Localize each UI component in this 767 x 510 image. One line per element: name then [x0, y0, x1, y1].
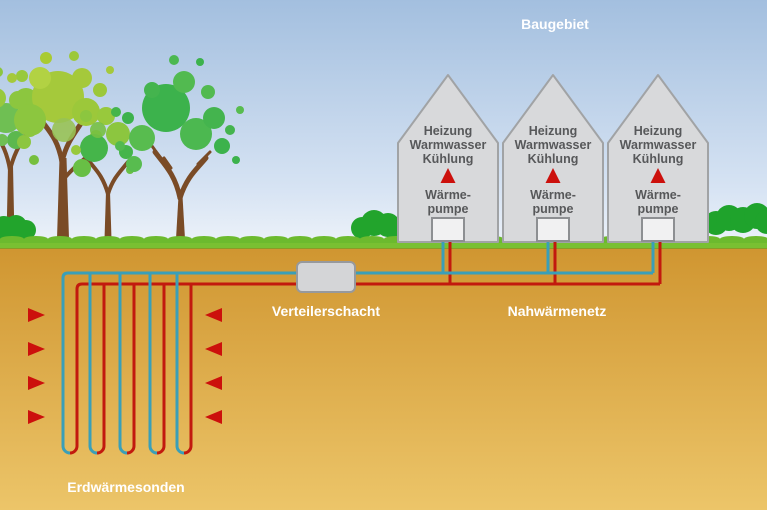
heat-flow-arrow-icon: [28, 410, 45, 424]
house-pump-label: Wärme-: [635, 188, 681, 202]
grass-highlight: [0, 243, 767, 248]
house: Heizung Warmwasser Kühlung Wärme- pumpe: [502, 74, 604, 243]
houses-group: Heizung Warmwasser Kühlung Wärme- pumpe …: [397, 74, 709, 243]
cold-main-pipe: [61, 271, 653, 455]
house-service-line: Heizung: [634, 124, 683, 138]
heat-flow-arrow-icon: [205, 342, 222, 356]
house-outline: [607, 74, 709, 243]
pump-heat-arrow-icon: [545, 168, 561, 183]
heat-flow-arrow-icon: [205, 376, 222, 390]
house-outline: [397, 74, 499, 243]
distribution-shaft-box: [296, 261, 356, 293]
ground-background: [0, 249, 767, 510]
heat-pump-units: [431, 217, 675, 242]
probe-warm-leg: [96, 284, 106, 455]
probe-cold-leg: [175, 273, 185, 455]
house-pump-label: pumpe: [638, 202, 679, 216]
house-service-line: Kühlung: [528, 152, 579, 166]
warm-main-pipe: [69, 282, 660, 455]
house: Heizung Warmwasser Kühlung Wärme- pumpe: [397, 74, 499, 243]
house-service-line: Warmwasser: [410, 138, 487, 152]
house-service-line: Heizung: [424, 124, 473, 138]
heat-flow-arrow-icon: [28, 308, 45, 322]
bush: [0, 215, 36, 240]
probe-warm-leg: [183, 284, 193, 455]
house: Heizung Warmwasser Kühlung Wärme- pumpe: [607, 74, 709, 243]
bushes-group: [0, 203, 767, 241]
house-pump-label: Wärme-: [425, 188, 471, 202]
house-outline: [502, 74, 604, 243]
heat-pump-box: [641, 217, 675, 242]
house-pump-label: pumpe: [428, 202, 469, 216]
heat-flow-arrows: [28, 308, 222, 424]
probe-warm-leg: [126, 284, 136, 455]
bush: [704, 203, 767, 235]
probe-cold-leg: [118, 273, 128, 455]
house-service-line: Warmwasser: [515, 138, 592, 152]
probe-warm-leg: [156, 284, 166, 455]
label-verteilerschacht: Verteilerschacht: [272, 303, 381, 319]
heat-pump-box: [536, 217, 570, 242]
tree: [7, 51, 114, 239]
heat-flow-arrow-icon: [205, 308, 222, 322]
house-pump-label: pumpe: [533, 202, 574, 216]
house-service-line: Kühlung: [423, 152, 474, 166]
label-baugebiet: Baugebiet: [521, 16, 589, 32]
house-service-line: Heizung: [529, 124, 578, 138]
pump-heat-arrow-icon: [440, 168, 456, 183]
tree: [71, 107, 134, 239]
pipe-network: [61, 240, 662, 455]
probe-cold-leg: [88, 273, 98, 455]
heat-pump-box: [431, 217, 465, 242]
house-service-line: Warmwasser: [620, 138, 697, 152]
label-nahwaermenetz: Nahwärmenetz: [508, 303, 607, 319]
heat-flow-arrow-icon: [28, 376, 45, 390]
probe-cold-leg: [148, 273, 158, 455]
house-pump-label: Wärme-: [530, 188, 576, 202]
pump-heat-arrow-icon: [650, 168, 666, 183]
trees-group: [0, 51, 244, 239]
heat-flow-arrow-icon: [205, 410, 222, 424]
heat-flow-arrow-icon: [28, 342, 45, 356]
house-service-line: Kühlung: [633, 152, 684, 166]
tree: [115, 55, 244, 239]
label-erdwaermesonden: Erdwärmesonden: [67, 479, 184, 495]
